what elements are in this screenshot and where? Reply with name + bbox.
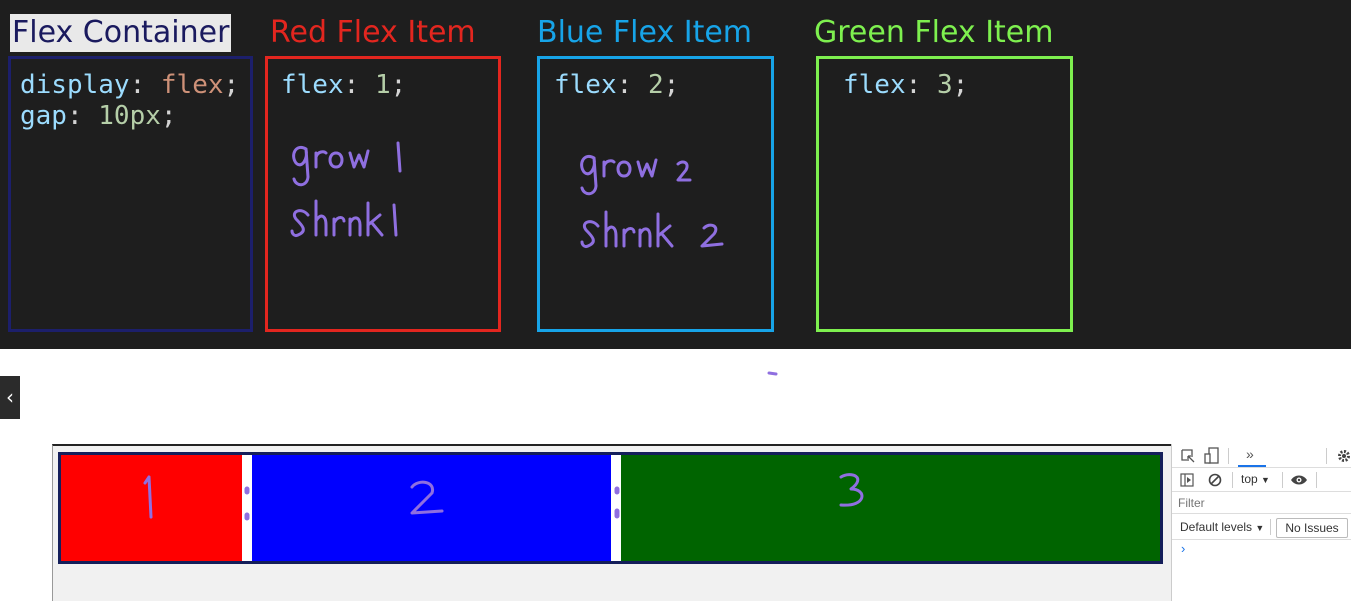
gap-dots-2 xyxy=(614,486,620,519)
slide: Flex Container Red Flex Item Blue Flex I… xyxy=(0,0,1351,349)
code-prop: display xyxy=(20,70,130,100)
code-prop: flex xyxy=(843,70,906,100)
code-colon: : xyxy=(343,70,375,100)
more-tabs-button[interactable]: » xyxy=(1246,446,1254,462)
code-semicolon: ; xyxy=(160,101,177,131)
separator xyxy=(1326,448,1327,464)
code-semicolon: ; xyxy=(390,70,407,100)
code-colon: : xyxy=(66,101,99,131)
flex-container-title: Flex Container xyxy=(10,14,232,52)
clear-icon[interactable] xyxy=(1208,473,1222,487)
container-code-box xyxy=(8,56,253,332)
eye-icon[interactable] xyxy=(1290,474,1308,486)
chevron-down-icon: ▼ xyxy=(1255,523,1265,533)
active-tab-indicator xyxy=(1238,465,1266,467)
note-item-3 xyxy=(839,473,864,507)
levels-label: Default levels xyxy=(1180,520,1253,534)
levels-row: Default levels ▼ No Issues xyxy=(1172,514,1351,540)
sidebar-icon[interactable] xyxy=(1180,473,1194,487)
chevron-down-icon: ▼ xyxy=(1261,475,1270,485)
blue-flex-item xyxy=(252,455,611,561)
devtools-tab-bar: » xyxy=(1172,444,1351,468)
separator xyxy=(1316,472,1317,488)
context-label: top xyxy=(1241,472,1258,486)
green-code: flex: 3; xyxy=(843,70,968,101)
console-toolbar: top ▼ xyxy=(1172,468,1351,492)
filter-row xyxy=(1172,492,1351,514)
green-flex-item xyxy=(621,455,1160,561)
code-prop: flex xyxy=(281,70,344,100)
blue-handwritten-note xyxy=(580,155,724,248)
filter-input[interactable] xyxy=(1176,494,1350,512)
green-item-title: Green Flex Item xyxy=(814,15,1054,50)
browser-preview xyxy=(52,444,1171,601)
code-value: 2 xyxy=(647,70,664,100)
note-item-1 xyxy=(143,475,153,519)
blue-code: flex: 2; xyxy=(554,70,679,101)
code-value: 1 xyxy=(374,70,391,100)
code-semicolon: ; xyxy=(223,70,240,100)
code-value: 10px xyxy=(98,101,161,131)
separator xyxy=(1282,472,1283,488)
code-colon: : xyxy=(905,70,937,100)
inspect-icon[interactable] xyxy=(1180,448,1196,464)
code-colon: : xyxy=(616,70,648,100)
code-prop: flex xyxy=(554,70,617,100)
blue-item-title: Blue Flex Item xyxy=(537,15,753,50)
code-value: flex xyxy=(160,70,224,100)
code-colon: : xyxy=(129,70,161,100)
log-levels-dropdown[interactable]: Default levels ▼ xyxy=(1180,520,1264,534)
device-toggle-icon[interactable] xyxy=(1204,447,1220,465)
code-semicolon: ; xyxy=(663,70,680,100)
red-handwritten-note xyxy=(290,141,402,237)
code-prop: gap xyxy=(20,101,67,131)
devtools-panel: » top ▼ Default levels ▼ No Issues › xyxy=(1171,444,1351,601)
flex-container-demo xyxy=(58,452,1163,564)
context-selector[interactable]: top ▼ xyxy=(1241,472,1270,486)
chevron-left-icon: ‹ xyxy=(6,385,14,409)
issues-button[interactable]: No Issues xyxy=(1276,518,1348,538)
gap-dots-1 xyxy=(244,486,250,521)
red-code: flex: 1; xyxy=(281,70,406,101)
code-semicolon: ; xyxy=(952,70,969,100)
gear-icon[interactable] xyxy=(1336,448,1351,464)
console-prompt[interactable]: › xyxy=(1181,541,1186,556)
note-item-2 xyxy=(410,480,444,515)
collapse-panel-button[interactable]: ‹ xyxy=(0,376,20,419)
code-value: 3 xyxy=(936,70,953,100)
separator xyxy=(1228,448,1229,464)
red-item-title: Red Flex Item xyxy=(270,15,476,50)
stray-mark xyxy=(767,371,778,376)
container-code: display: flex; gap: 10px; xyxy=(20,70,239,132)
blue-code-box xyxy=(537,56,774,332)
separator xyxy=(1232,472,1233,488)
green-code-box xyxy=(816,56,1073,332)
separator xyxy=(1270,519,1271,535)
red-code-box xyxy=(265,56,501,332)
